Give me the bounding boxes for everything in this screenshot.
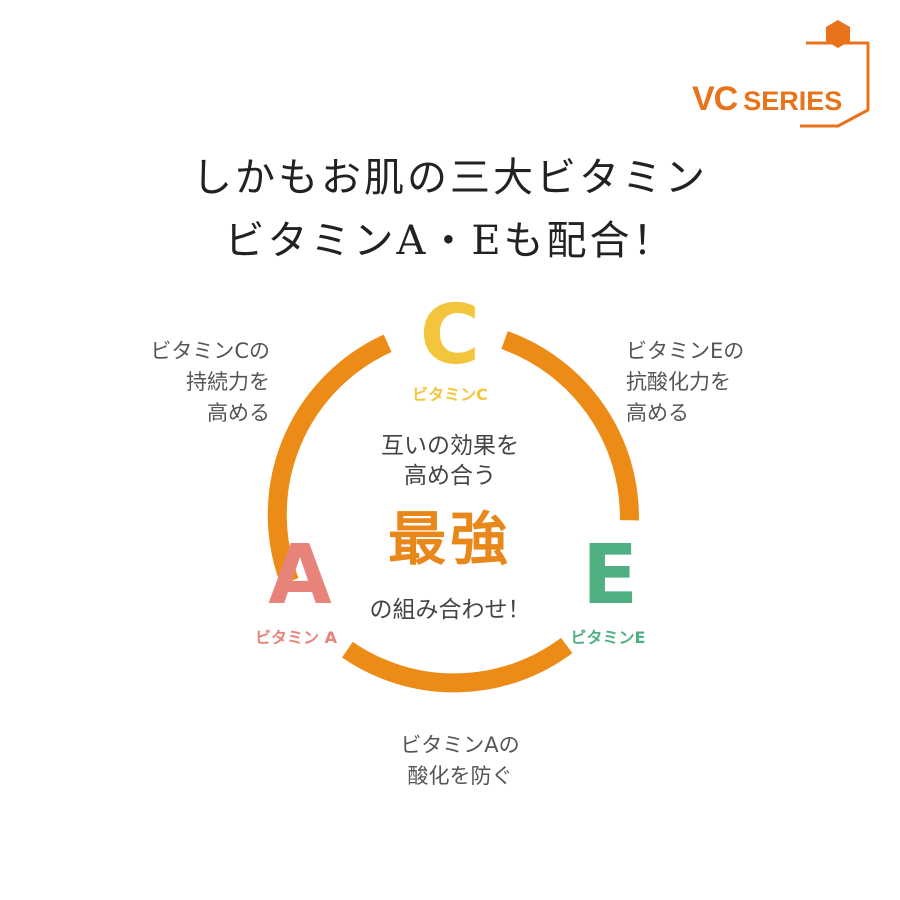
center-text-line-2: 高め合う	[404, 463, 496, 489]
note-e-line-2: 抗酸化力を	[626, 370, 731, 394]
vitamin-e-label: ビタミンE	[570, 628, 646, 647]
vitamin-c-letter: C	[419, 288, 481, 383]
vitamin-c-label: ビタミンC	[412, 385, 488, 404]
note-a-line-2: 酸化を防ぐ	[407, 764, 513, 788]
ring-arc-a-e	[342, 637, 573, 693]
note-c-line-1: ビタミンCの	[150, 339, 270, 363]
ring-arc-c-e	[501, 331, 639, 521]
note-vitamin-a: ビタミンAの 酸化を防ぐ	[380, 730, 540, 792]
headline-line-2: ビタミンA・Eも配合！	[224, 218, 676, 264]
headline-line-1: しかもお肌の三大ビタミン	[192, 155, 708, 201]
note-c-line-2: 持続力を	[186, 370, 270, 394]
note-vitamin-c: ビタミンCの 持続力を 高める	[130, 336, 270, 429]
ring-arc-c-a	[267, 334, 392, 585]
note-a-line-1: ビタミンAの	[400, 733, 520, 757]
center-emphasis: 最強	[387, 505, 512, 573]
center-text-line-1: 互いの効果を	[381, 433, 519, 459]
note-c-line-3: 高める	[207, 401, 270, 425]
vitamin-a-letter: A	[268, 528, 332, 623]
center-text-line-3: の組み合わせ！	[369, 597, 531, 623]
hexagon-logo-icon	[800, 20, 870, 128]
vitamin-e-letter: E	[581, 528, 638, 623]
note-e-line-1: ビタミンEの	[626, 339, 745, 363]
note-e-line-3: 高める	[626, 401, 689, 425]
logo-vc: VC	[692, 80, 738, 118]
vitamin-a-label: ビタミン A	[255, 628, 337, 647]
note-vitamin-e: ビタミンEの 抗酸化力を 高める	[626, 336, 776, 429]
logo-series: SERIES	[743, 86, 843, 116]
